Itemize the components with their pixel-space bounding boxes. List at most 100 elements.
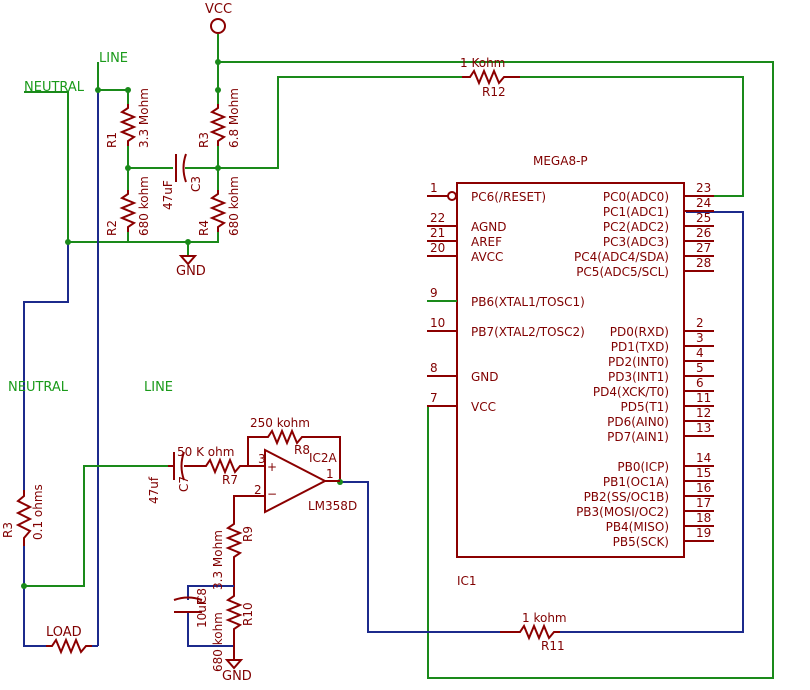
r1-value: 3.3 Mohm [137, 88, 151, 148]
r10-value: 680 kohm [211, 612, 225, 672]
mcu-pin-number: 14 [696, 451, 711, 465]
r11-ref: R11 [541, 639, 565, 653]
mcu-pin-number: 6 [696, 376, 704, 390]
mcu-pin-name: PB5(SCK) [613, 535, 669, 549]
resistor-r3-divider: R3 6.8 Mohm [197, 88, 241, 148]
r2-ref: R2 [105, 220, 119, 236]
resistor-icon [119, 190, 137, 232]
ground-icon [224, 659, 244, 670]
opamp-pin-out: 1 [326, 467, 334, 481]
junction-dot [215, 59, 221, 65]
resistor-icon [119, 104, 137, 146]
r4-value: 680 kohm [227, 176, 241, 236]
gnd-label: GND [222, 669, 252, 684]
opamp-icon [264, 448, 328, 514]
wire-inminus [233, 495, 265, 520]
mcu-pin-number: 27 [696, 241, 711, 255]
c3-ref: C3 [189, 176, 203, 192]
resistor-icon [225, 592, 243, 634]
resistor-icon [15, 490, 33, 546]
mcu-pin-name: PC1(ADC1) [603, 205, 669, 219]
resistor-icon [262, 428, 312, 446]
mcu-pin-number: 9 [430, 286, 438, 300]
capacitor-icon [173, 596, 203, 601]
junction-dot [95, 87, 101, 93]
mcu-pin-name: GND [471, 370, 499, 384]
line-label-bottom: LINE [144, 380, 173, 395]
mcu-pin-number: 19 [696, 526, 711, 540]
wires [23, 34, 774, 679]
resistor-r3-shunt: R3 0.1 ohms [1, 484, 45, 546]
junction-dot [185, 239, 191, 245]
r8-ref: R8 [294, 443, 310, 457]
r12-ref: R12 [482, 85, 506, 99]
resistor-r4: R4 680 kohm [197, 176, 241, 236]
opamp-pin-plus: 3 [258, 452, 266, 466]
mcu-pin-number: 24 [696, 196, 711, 210]
neutral-label-bottom: NEUTRAL [8, 380, 69, 395]
opamp-ref: IC2A [309, 451, 338, 465]
mcu-pin-name: PD2(INT0) [608, 355, 669, 369]
wire-c8-top [187, 585, 234, 600]
mcu-body [456, 182, 685, 558]
opamp-pin-minus: 2 [254, 483, 262, 497]
junction-dot [215, 165, 221, 171]
junction-dot [65, 239, 71, 245]
resistor-icon [46, 637, 92, 655]
line-label-top: LINE [99, 51, 128, 66]
opamp-plus-sign: + [267, 460, 277, 474]
opamp-ic2a: + − 3 2 1 IC2A LM358D [254, 448, 357, 514]
mcu-pin-name: PC4(ADC4/SDA) [574, 250, 669, 264]
r3-shunt-ref: R3 [1, 522, 15, 538]
mcu-pin-name: PD4(XCK/T0) [593, 385, 669, 399]
mcu-pin-name: PC0(ADC0) [603, 190, 669, 204]
capacitor-c7: 47uf C7 [147, 451, 191, 504]
mcu-pin-number: 26 [696, 226, 711, 240]
wire-vcc-net [217, 34, 774, 679]
resistor-icon [202, 457, 244, 475]
capacitor-c3: 47uF C3 [161, 153, 203, 210]
gnd-label: GND [176, 264, 206, 279]
mcu-pin-number: 17 [696, 496, 711, 510]
mcu-pin-name: AVCC [471, 250, 503, 264]
capacitor-c8: C8 10uF [173, 588, 209, 628]
resistor-r12: 1 Kohm R12 [460, 56, 520, 99]
mcu-pin-number: 1 [430, 181, 438, 195]
ground-icon [178, 255, 198, 266]
mcu-pin-name: PB0(ICP) [617, 460, 669, 474]
resistor-r10: R10 680 kohm [211, 592, 255, 672]
wire-gnd-bus [68, 232, 219, 243]
junctions [21, 59, 343, 589]
mcu-left-pins: 1PC6(/RESET)22AGND21AREF20AVCC9PB6(XTAL1… [427, 181, 585, 414]
load-label: LOAD [46, 625, 82, 640]
wire-r11-pc1 [560, 211, 744, 633]
r12-value: 1 Kohm [460, 56, 505, 70]
mcu-pin-number: 18 [696, 511, 711, 525]
opamp-minus-sign: − [267, 487, 277, 501]
junction-dot [125, 87, 131, 93]
wire-neutral-top [24, 91, 69, 242]
wire-shunt-bottom [23, 546, 46, 647]
r1-ref: R1 [105, 132, 119, 148]
mcu-right-pins: 23PC0(ADC0)24PC1(ADC1)25PC2(ADC2)26PC3(A… [574, 181, 714, 549]
mcu-pin-name: PC2(ADC2) [603, 220, 669, 234]
mcu-pin-number: 15 [696, 466, 711, 480]
r7-value: 50 K ohm [177, 445, 234, 459]
r3-divider-value: 6.8 Mohm [227, 88, 241, 148]
mcu-pin-name: PB3(MOSI/OC2) [576, 505, 669, 519]
wire-c8-bottom [187, 612, 234, 647]
